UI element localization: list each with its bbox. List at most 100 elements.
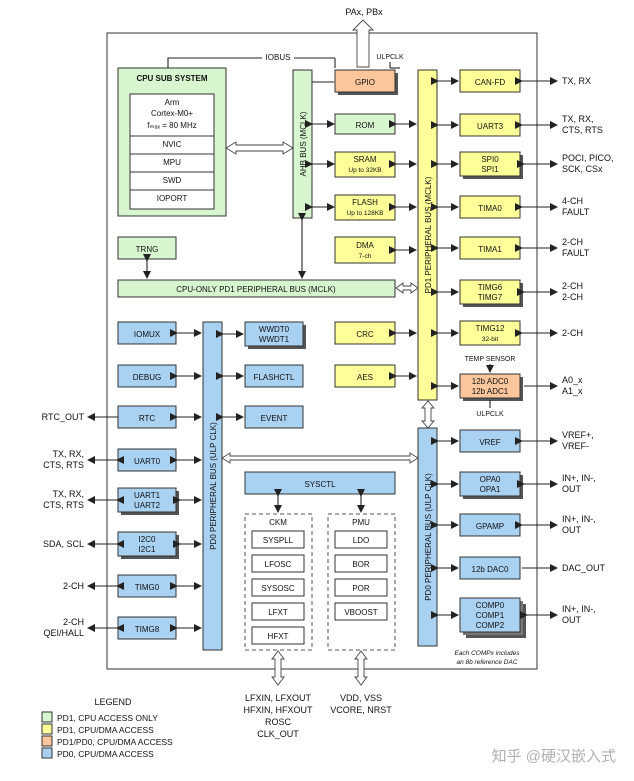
flashctl-label: FLASHCTL — [254, 373, 295, 382]
legend-swatch-pd1-dma — [41, 723, 53, 735]
comp-block — [459, 597, 521, 633]
pin-uart12-1: TX, RX, — [52, 489, 84, 499]
tima1-label: TIMA1 — [478, 245, 502, 254]
iobus-label: IOBUS — [266, 53, 291, 62]
ckm-ext-arrow — [271, 650, 285, 686]
pin-gpamp-1: IN+, IN-, — [562, 514, 596, 524]
pd1-bus — [417, 69, 438, 401]
ckm-syspll — [251, 530, 305, 549]
pmu-ldo — [334, 530, 388, 549]
wwdt-block — [244, 321, 304, 347]
ckm-lfosc — [251, 554, 305, 573]
comp-note-1: Each COMPx includes — [454, 650, 520, 657]
comp0-label: COMP0 — [476, 601, 505, 610]
pin-timg67-1: 2-CH — [562, 281, 583, 291]
uart12-block — [117, 487, 177, 513]
pin-adc-1: A0_x — [562, 375, 583, 385]
ckm-lfxt — [251, 602, 305, 621]
pmu-title: PMU — [352, 518, 370, 527]
pd0-link-arrow — [221, 452, 419, 464]
opa-block — [459, 471, 521, 497]
cpu-subsystem-title: CPU SUB SYSTEM — [136, 74, 207, 83]
spi0-label: SPI0 — [481, 155, 499, 164]
pin-opa-1: IN+, IN-, — [562, 473, 596, 483]
dma-block — [334, 236, 396, 264]
pin-ckm-4: CLK_OUT — [257, 729, 299, 739]
pin-spi-1: POCI, PICO, — [562, 153, 614, 163]
flash-size: Up to 128KB — [347, 210, 384, 217]
debug-label: DEBUG — [133, 373, 161, 382]
iomux-label: IOMUX — [134, 330, 161, 339]
gpio-port-arrow — [351, 19, 375, 68]
pin-tima0-2: FAULT — [562, 207, 590, 217]
pmu-group — [327, 513, 396, 651]
flash-label: FLASH — [352, 198, 378, 207]
flash-block — [334, 194, 396, 221]
cpu-only-bus-label: CPU-ONLY PD1 PERIPHERAL BUS (MCLK) — [176, 285, 336, 294]
ckm-title: CKM — [269, 518, 287, 527]
spi-block — [459, 151, 521, 177]
adc-block — [459, 373, 521, 399]
timg12-width: 32-bit — [482, 336, 498, 343]
vref-label: VREF — [479, 438, 500, 447]
pin-vref-1: VREF+, — [562, 430, 594, 440]
comp2-label: COMP2 — [476, 621, 505, 630]
uart3-label: UART3 — [477, 122, 504, 131]
pd0-right-bus-label: PD0 PERIPHERAL BUS (ULP CLK) — [424, 473, 433, 601]
temp-sensor-label: TEMP SENSOR — [465, 356, 516, 363]
ckm-hfxt — [251, 626, 305, 645]
legend-label-pd1-dma: PD1, CPU/DMA ACCESS — [57, 725, 154, 735]
pin-uart3-2: CTS, RTS — [562, 125, 603, 135]
legend-label-pd1-cpu: PD1, CPU ACCESS ONLY — [57, 713, 158, 723]
uart2-label: UART2 — [134, 501, 161, 510]
gpio-label: GPIO — [355, 78, 375, 87]
ckm-lfxt-label: LFXT — [268, 608, 288, 617]
dma-channels: 7-ch — [359, 253, 372, 260]
flashctl-block — [244, 364, 304, 388]
timg7-label: TIMG7 — [478, 293, 503, 302]
rom-label: ROM — [356, 121, 375, 130]
cpu-nvic: NVIC — [162, 140, 181, 149]
adc1-label: 12b ADC1 — [472, 387, 509, 396]
pin-ckm-1: LFXIN, LFXOUT — [245, 693, 312, 703]
pin-ckm-3: ROSC — [265, 717, 292, 727]
pin-gpamp-2: OUT — [562, 525, 582, 535]
pin-rtc-out: RTC_OUT — [42, 412, 85, 422]
pin-uart0-1: TX, RX, — [52, 449, 84, 459]
sram-label: SRAM — [353, 155, 376, 164]
pd0-left-bus — [202, 321, 223, 651]
pin-timg67-2: 2-CH — [562, 292, 583, 302]
pin-pmu-1: VDD, VSS — [340, 693, 382, 703]
pd1-bus-label: PD1 PERIPHERAL BUS (MCLK) — [424, 176, 433, 293]
opa1-label: OPA1 — [480, 485, 501, 494]
pin-uart3-1: TX, RX, — [562, 114, 594, 124]
cpu-mpu: MPU — [163, 158, 181, 167]
pmu-vboost-label: VBOOST — [344, 608, 377, 617]
pin-vref-2: VREF- — [562, 441, 589, 451]
ckm-sysosc — [251, 578, 305, 597]
pin-comp-2: OUT — [562, 615, 582, 625]
gpamp-label: GPAMP — [476, 522, 504, 531]
dma-label: DMA — [356, 241, 374, 250]
pin-tima0-1: 4-CH — [562, 196, 583, 206]
ckm-sysosc-label: SYSOSC — [261, 584, 295, 593]
timg12-label: TIMG12 — [476, 324, 505, 333]
pin-uart0-2: CTS, RTS — [43, 460, 84, 470]
pin-uart12-2: CTS, RTS — [43, 500, 84, 510]
ulpclk-label-top: ULPCLK — [376, 54, 404, 61]
gpio-block — [334, 69, 396, 93]
spi1-label: SPI1 — [481, 165, 499, 174]
timg0-label: TIMG0 — [135, 583, 160, 592]
pin-tima1-2: FAULT — [562, 248, 590, 258]
pin-timg0: 2-CH — [63, 581, 84, 591]
sram-size: Up to 32KB — [348, 167, 381, 174]
legend-title: LEGEND — [94, 697, 132, 707]
sysctl-label: SYSCTL — [304, 480, 336, 489]
cpu-ioport: IOPORT — [157, 194, 188, 203]
wwdt1-label: WWDT1 — [259, 335, 290, 344]
ahb-bus-label: AHB BUS (MCLK) — [299, 111, 308, 176]
legend-swatch-pd1-pd0 — [41, 735, 53, 747]
pin-ckm-2: HFXIN, HFXOUT — [244, 705, 314, 715]
